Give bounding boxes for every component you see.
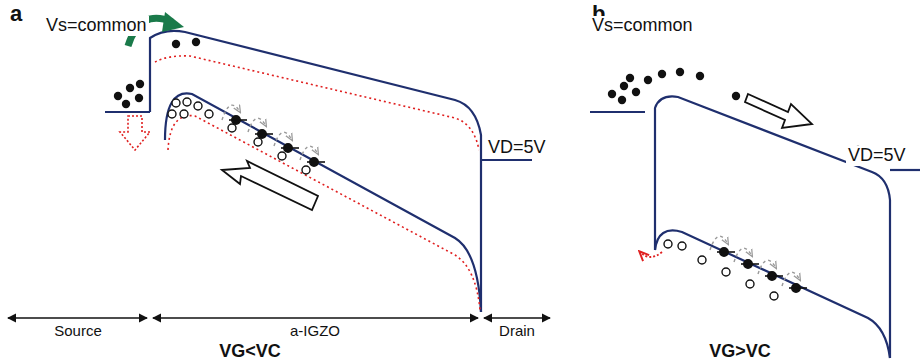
condition-label: VG<VC: [217, 342, 283, 362]
hole-escape-arrow: [640, 252, 662, 257]
shifted-valence-band: [168, 116, 480, 310]
panel-b: [590, 68, 920, 358]
region-arrow: [484, 317, 550, 318]
condition-label: VG>VC: [707, 342, 773, 362]
region-name: a-IGZO: [288, 323, 342, 340]
injection-arrowhead: [162, 12, 184, 32]
trap-hopping: [710, 236, 807, 292]
region-name: Source: [52, 323, 104, 340]
region-name: Drain: [497, 323, 537, 340]
drain-voltage: VD=5V: [486, 138, 548, 158]
region-arrow: [8, 317, 147, 318]
shifted-conduction-band: [155, 56, 479, 150]
level-shift-arrow: [120, 116, 150, 150]
panel-letter: a: [8, 2, 24, 26]
electron-flow-arrow: [745, 94, 812, 128]
electrons: [608, 68, 862, 154]
holes: [168, 98, 310, 174]
region-arrow: [153, 317, 478, 318]
source-level: [105, 111, 150, 113]
hole-flow-arrow: [222, 161, 318, 210]
conduction-band: [655, 96, 890, 358]
source-voltage: Vs=common: [590, 16, 695, 36]
source-level: [590, 111, 645, 113]
conduction-band: [150, 31, 481, 312]
electrons: [114, 38, 200, 108]
drain-level: [890, 169, 920, 171]
drain-voltage: VD=5V: [846, 146, 908, 166]
holes: [664, 240, 778, 300]
valence-band: [655, 230, 890, 358]
valence-band: [165, 93, 481, 312]
panel-a: [8, 12, 550, 318]
trap-hopping: [222, 105, 325, 166]
source-voltage: Vs=common: [44, 16, 149, 36]
drain-level: [481, 159, 532, 161]
